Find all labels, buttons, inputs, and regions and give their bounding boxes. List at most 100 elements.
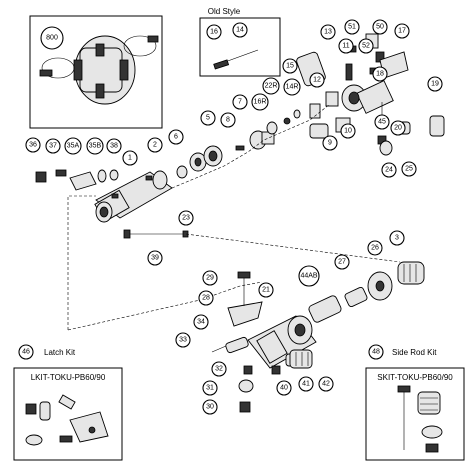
callout-label: 18 (376, 71, 384, 78)
side-rod-kit-number: 48 (368, 344, 384, 360)
bolt-39 (123, 229, 189, 239)
upper-valve-housing (341, 63, 394, 114)
part-29-bolt (237, 271, 251, 306)
callout-label: 38 (110, 143, 118, 150)
part-12-cap (325, 91, 339, 107)
callout-17: 17 (394, 23, 410, 39)
callout-label: 30 (206, 404, 214, 411)
callout-14: 14 (232, 22, 248, 38)
callout-label: 17 (398, 28, 406, 35)
callout-label: 28 (202, 295, 210, 302)
callout-3: 3 (389, 230, 405, 246)
callout-35b: 35B (86, 137, 104, 155)
part-26-flange (367, 271, 393, 301)
part-35b-ring (97, 169, 107, 183)
callout-label: 800 (46, 35, 58, 42)
latch-kit-parts (25, 394, 109, 446)
part-33-pin (211, 345, 227, 353)
part-40-nut (271, 365, 281, 375)
callout-label: 51 (348, 24, 356, 31)
callout-20: 20 (390, 120, 406, 136)
callout-label: 9 (328, 140, 332, 147)
callout-label: 37 (49, 143, 57, 150)
callout-2: 2 (147, 137, 163, 153)
callout-label: 41 (302, 381, 310, 388)
callout-label: 5 (206, 115, 210, 122)
callout-label: 52 (362, 43, 370, 50)
part-15-spring (309, 103, 321, 119)
part-21-cylinder (247, 315, 317, 369)
main-valve-body (94, 170, 173, 223)
callout-31: 31 (202, 380, 218, 396)
callout-45: 45 (374, 114, 390, 130)
latch-kit-number: 46 (18, 344, 34, 360)
callout-label: 26 (371, 245, 379, 252)
callout-label: 10 (344, 128, 352, 135)
callout-35a: 35A (64, 137, 82, 155)
part-8-pin (235, 145, 245, 151)
part-7-valve-seat (249, 130, 275, 150)
callout-14r: 14R (283, 78, 301, 96)
guide-line-lower (185, 233, 401, 263)
callout-label: 33 (179, 337, 187, 344)
part-32-nut (243, 365, 253, 375)
callout-label: 7 (238, 99, 242, 106)
part-37-washer (55, 169, 67, 177)
callout-12: 12 (309, 72, 325, 88)
callout-26: 26 (367, 240, 383, 256)
callout-5: 5 (200, 110, 216, 126)
part-27-sleeve (344, 286, 368, 308)
callout-label: 32 (215, 366, 223, 373)
callout-16: 16 (206, 24, 222, 40)
side-rod-kit-code: SKIT-TOKU-PB60/90 (377, 373, 453, 382)
callout-label: 21 (262, 287, 270, 294)
callout-label: 13 (324, 29, 332, 36)
callout-1: 1 (122, 150, 138, 166)
callout-label: 2 (153, 142, 157, 149)
part-31-washer (238, 379, 254, 393)
guide-line-mid (67, 281, 263, 331)
callout-label: 45 (378, 119, 386, 126)
callout-label: 22R (265, 83, 278, 90)
callout-label: 12 (313, 77, 321, 84)
callout-label: 23 (182, 215, 190, 222)
callout-label: 34 (197, 319, 205, 326)
callout-27: 27 (334, 254, 350, 270)
svg-text:48: 48 (372, 349, 380, 356)
callout-51: 51 (344, 19, 360, 35)
callout-40: 40 (276, 380, 292, 396)
part-28-lever (227, 301, 263, 327)
side-rod-kit-parts (397, 385, 443, 453)
callout-label: 27 (338, 259, 346, 266)
callout-21: 21 (258, 282, 274, 298)
part-16r (266, 121, 278, 135)
guide-line-left (67, 195, 96, 330)
callout-label: 40 (280, 385, 288, 392)
callout-19: 19 (427, 76, 443, 92)
callout-36: 36 (25, 137, 41, 153)
part-25-nut (379, 140, 393, 156)
callout-41: 41 (298, 376, 314, 392)
part-34-spring (225, 336, 249, 354)
callout-7: 7 (232, 94, 248, 110)
callout-9: 9 (322, 135, 338, 151)
latch-kit-code: LKIT-TOKU-PB60/90 (31, 373, 106, 382)
callout-label: 11 (342, 43, 349, 50)
part-36-plug (35, 171, 47, 183)
callout-label: 3 (395, 235, 399, 242)
part-2-ring (176, 165, 188, 179)
callout-50: 50 (372, 19, 388, 35)
part-30-nut (239, 401, 251, 413)
callout-label: 35A (67, 143, 80, 150)
callout-38: 38 (106, 138, 122, 154)
old-style-label: Old Style (208, 7, 241, 16)
callout-label: 20 (394, 125, 402, 132)
callout-18: 18 (372, 66, 388, 82)
callout-label: 16R (254, 99, 267, 106)
callout-800: 800 (40, 26, 64, 50)
callout-37: 37 (45, 138, 61, 154)
callout-label: 24 (385, 167, 393, 174)
callout-24: 24 (381, 162, 397, 178)
callout-label: 14 (236, 27, 244, 34)
callout-bubbles: 800 16 14 13 51 50 11 52 17 1 5 12 18 19 22R 14R 16R 7 45 2… (18, 19, 443, 415)
